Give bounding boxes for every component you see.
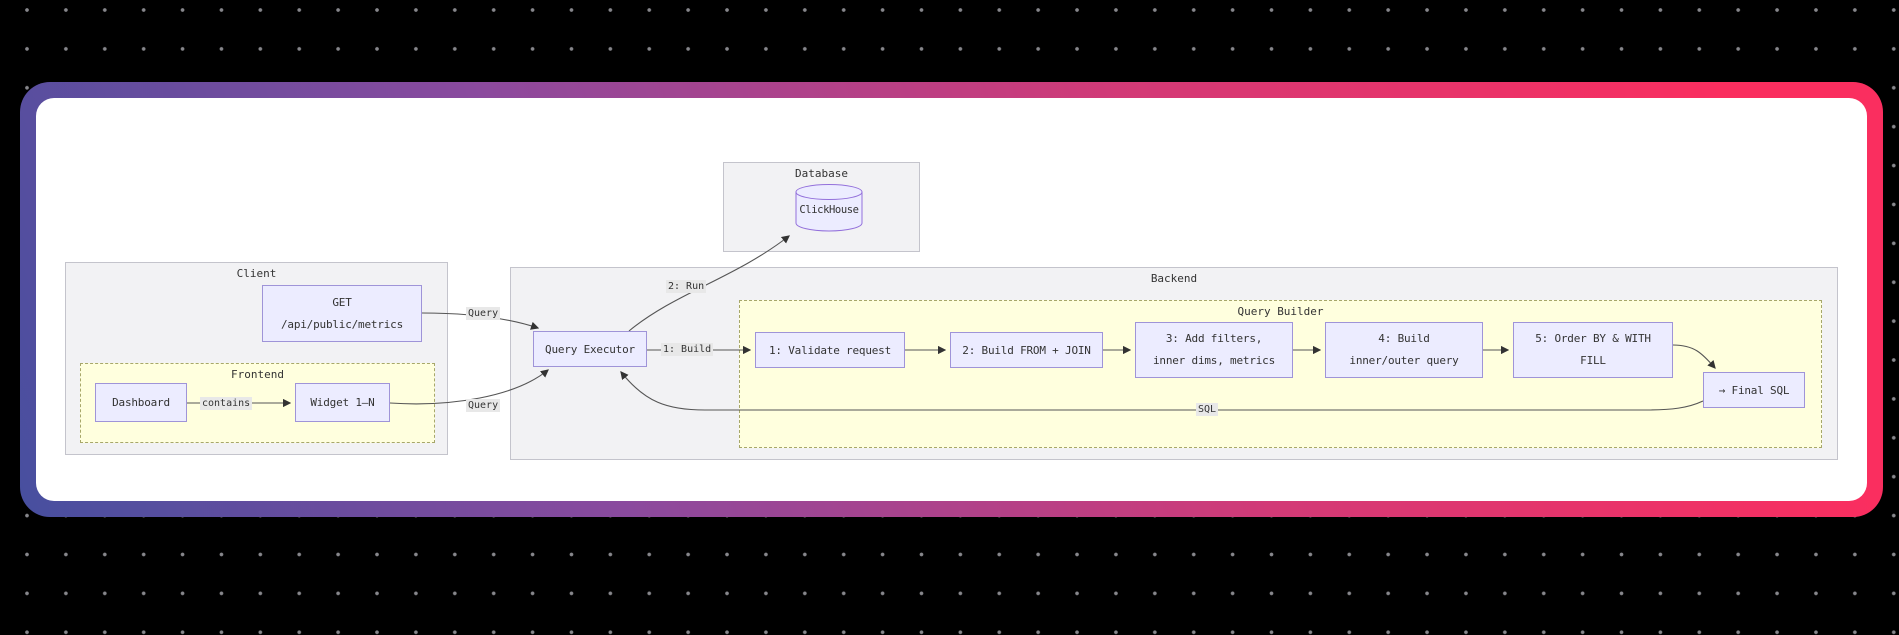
node-step-2-label: 2: Build FROM + JOIN (962, 343, 1091, 357)
node-dashboard-label: Dashboard (112, 396, 170, 409)
node-dashboard: Dashboard (95, 383, 187, 422)
edge-label-sql: SQL (1196, 403, 1219, 416)
node-step-1-label: 1: Validate request (768, 343, 892, 357)
node-step-3-line2: inner dims, metrics (1152, 354, 1276, 367)
node-step-3-add-filters: 3: Add filters, inner dims, metrics (1135, 322, 1293, 378)
node-step-1-validate: 1: Validate request (755, 332, 905, 368)
edge-label-run: 2: Run (666, 280, 707, 293)
node-step-4-line2: inner/outer query (1349, 354, 1459, 367)
node-step-4-line1: 4: Build (1378, 332, 1430, 345)
edge-label-query-bottom: Query (466, 399, 501, 412)
edge-label-build: 1: Build (661, 343, 714, 356)
edge-label-query-top: Query (466, 307, 501, 320)
cluster-frontend-title: Frontend (231, 368, 284, 381)
node-step-2-build-from-join: 2: Build FROM + JOIN (950, 332, 1103, 368)
node-query-executor: Query Executor (533, 331, 647, 367)
node-step-5-line2: FILL (1580, 354, 1606, 367)
edge-executor-to-clickhouse (628, 235, 790, 332)
cluster-database-title: Database (795, 167, 848, 180)
node-step-4-build-inner-outer: 4: Build inner/outer query (1325, 322, 1483, 378)
cluster-database: Database (723, 162, 920, 252)
node-clickhouse: ClickHouse (795, 183, 863, 232)
node-widget-label: Widget 1–N (310, 396, 375, 409)
node-step-5-line1: 5: Order BY & WITH (1535, 332, 1651, 345)
node-step-3-line1: 3: Add filters, (1165, 332, 1263, 345)
node-final-sql: → Final SQL (1703, 372, 1805, 408)
cluster-client-title: Client (236, 267, 277, 280)
database-cylinder-icon (795, 184, 863, 232)
node-widget: Widget 1–N (295, 383, 390, 422)
node-clickhouse-label: ClickHouse (799, 204, 859, 216)
node-query-executor-label: Query Executor (545, 342, 635, 356)
node-get-api-line2: /api/public/metrics (280, 317, 404, 331)
node-step-5-order-by-with-fill: 5: Order BY & WITH FILL (1513, 322, 1673, 378)
cluster-backend-title: Backend (1150, 272, 1198, 285)
edge-step5-to-final (1672, 344, 1716, 369)
node-final-sql-label: → Final SQL (1718, 383, 1790, 397)
cluster-query-builder-title: Query Builder (1237, 305, 1324, 318)
edge-widget-to-executor (389, 369, 549, 405)
node-get-api-line1: GET (332, 295, 352, 309)
edge-label-contains: contains (200, 397, 253, 410)
node-get-api: GET /api/public/metrics (262, 285, 422, 342)
edge-final-to-executor-sql (620, 371, 1704, 411)
